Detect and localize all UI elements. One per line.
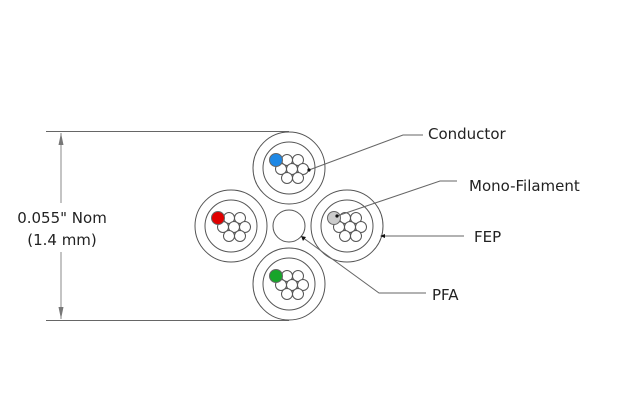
- conductor-left: [194, 189, 268, 263]
- marker-strand-red: [211, 211, 225, 225]
- leader-fep-arrow: [380, 234, 385, 238]
- dimension-text-mm: (1.4 mm): [27, 231, 97, 249]
- strand: [281, 288, 293, 300]
- leader-mono-filament: [336, 180, 457, 217]
- strand: [355, 221, 367, 233]
- label-pfa: PFA: [432, 286, 459, 304]
- label-mono-filament: Mono-Filament: [469, 177, 580, 195]
- label-conductor: Conductor: [428, 125, 506, 143]
- strand: [239, 221, 251, 233]
- strand: [292, 154, 304, 166]
- strand: [350, 212, 362, 224]
- leader-conductor: [308, 134, 423, 171]
- strand: [281, 172, 293, 184]
- strand: [223, 230, 235, 242]
- dimension-arrow-top: [58, 133, 64, 145]
- strand: [350, 230, 362, 242]
- strand: [234, 230, 246, 242]
- strand: [292, 288, 304, 300]
- marker-strand-gray: [327, 211, 341, 225]
- conductor-top: [252, 131, 326, 205]
- leader-mono-filament-dot: [335, 214, 339, 218]
- label-fep: FEP: [474, 228, 501, 246]
- strand: [292, 172, 304, 184]
- leader-conductor-dot: [307, 168, 311, 172]
- strand: [234, 212, 246, 224]
- conductor-bottom: [252, 247, 326, 321]
- pfa-center-filler: [272, 209, 306, 243]
- strand: [292, 270, 304, 282]
- conductor-right: [310, 189, 384, 263]
- marker-strand-green: [269, 269, 283, 283]
- marker-strand-blue: [269, 153, 283, 167]
- leader-pfa: [301, 236, 426, 294]
- strand: [339, 230, 351, 242]
- dimension-text-inches: 0.055" Nom: [17, 209, 107, 227]
- strand: [297, 279, 309, 291]
- dimension-arrow-bottom: [58, 307, 64, 319]
- leader-pfa-arrow: [301, 236, 306, 241]
